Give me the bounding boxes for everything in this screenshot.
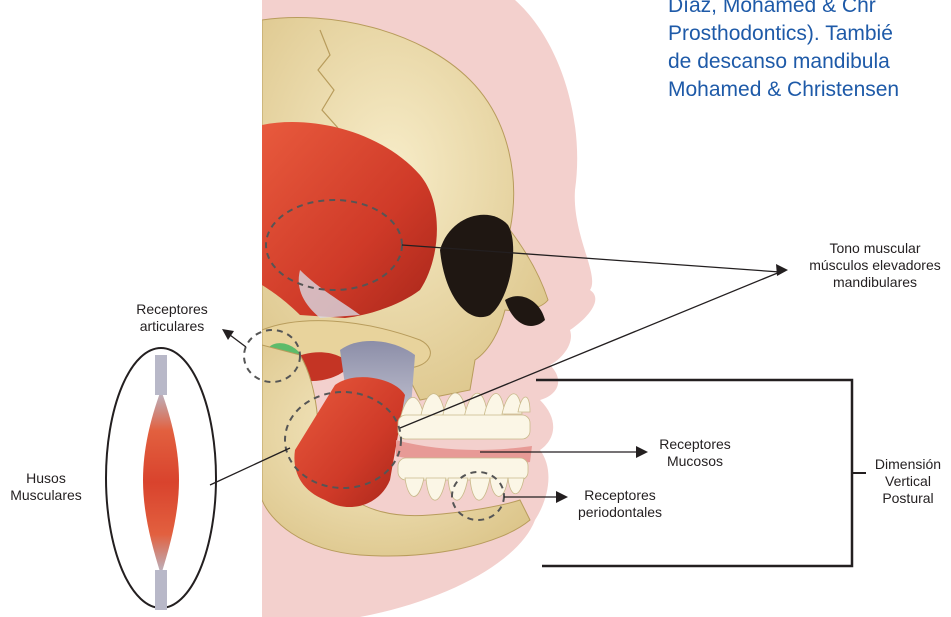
spindle-bottom-tendon xyxy=(155,570,167,610)
upper-crowns xyxy=(398,415,530,439)
label-line: mandibulares xyxy=(770,274,951,291)
label-line: periodontales xyxy=(560,504,680,521)
label-line: Musculares xyxy=(0,487,92,504)
label-line: Dimensión xyxy=(865,456,951,473)
label-line: Mucosos xyxy=(640,453,750,470)
label-line: Receptores xyxy=(560,487,680,504)
dimension-bracket xyxy=(536,380,852,566)
label-receptores-articulares: Receptores articulares xyxy=(112,301,232,335)
label-tono-muscular: Tono muscular músculos elevadores mandib… xyxy=(770,240,951,291)
label-line: Vertical xyxy=(865,473,951,490)
label-line: Receptores xyxy=(640,436,750,453)
label-line: Postural xyxy=(865,490,951,507)
label-line: Receptores xyxy=(112,301,232,318)
label-line: Husos xyxy=(0,470,92,487)
label-dimension-vertical-postural: Dimensión Vertical Postural xyxy=(865,456,951,507)
spindle-top-tendon xyxy=(155,355,167,395)
label-line: músculos elevadores xyxy=(770,257,951,274)
label-line: articulares xyxy=(112,318,232,335)
label-line: Tono muscular xyxy=(770,240,951,257)
label-husos-musculares: Husos Musculares xyxy=(0,470,92,504)
label-receptores-periodontales: Receptores periodontales xyxy=(560,487,680,521)
label-receptores-mucosos: Receptores Mucosos xyxy=(640,436,750,470)
